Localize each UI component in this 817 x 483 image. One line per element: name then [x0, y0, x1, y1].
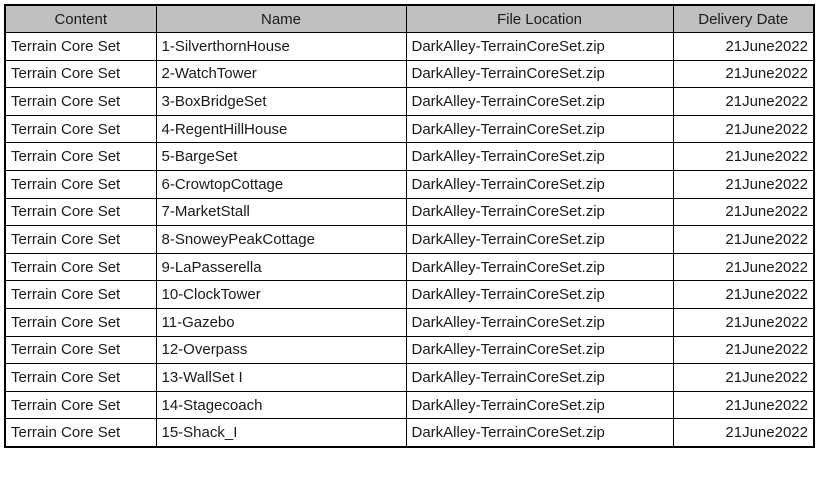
cell-file-location: DarkAlley-TerrainCoreSet.zip: [405, 363, 674, 392]
cell-content: Terrain Core Set: [4, 280, 157, 310]
cell-file-location: DarkAlley-TerrainCoreSet.zip: [405, 390, 674, 420]
cell-name: 6-CrowtopCottage: [155, 170, 407, 199]
cell-name: 12-Overpass: [155, 335, 407, 365]
cell-content: Terrain Core Set: [4, 59, 157, 89]
table-row: Terrain Core Set 5-BargeSet DarkAlley-Te…: [4, 142, 815, 172]
header-row: Content Name File Location Delivery Date: [4, 4, 815, 34]
cell-file-location: DarkAlley-TerrainCoreSet.zip: [405, 142, 674, 172]
cell-delivery-date: 21June2022: [672, 59, 815, 89]
cell-content: Terrain Core Set: [4, 114, 157, 144]
table-row: Terrain Core Set 12-Overpass DarkAlley-T…: [4, 335, 815, 365]
table-row: Terrain Core Set 3-BoxBridgeSet DarkAlle…: [4, 87, 815, 116]
column-header-content: Content: [4, 4, 157, 34]
cell-delivery-date: 21June2022: [672, 32, 815, 61]
cell-file-location: DarkAlley-TerrainCoreSet.zip: [405, 32, 674, 61]
cell-content: Terrain Core Set: [4, 32, 157, 61]
cell-name: 3-BoxBridgeSet: [155, 87, 407, 116]
table-row: Terrain Core Set 15-Shack_I DarkAlley-Te…: [4, 418, 815, 447]
cell-file-location: DarkAlley-TerrainCoreSet.zip: [405, 308, 674, 337]
table-row: Terrain Core Set 1-SilverthornHouse Dark…: [4, 32, 815, 61]
cell-delivery-date: 21June2022: [672, 252, 815, 282]
cell-delivery-date: 21June2022: [672, 87, 815, 116]
cell-name: 11-Gazebo: [155, 308, 407, 337]
table-row: Terrain Core Set 2-WatchTower DarkAlley-…: [4, 59, 815, 89]
cell-content: Terrain Core Set: [4, 335, 157, 365]
table-row: Terrain Core Set 7-MarketStall DarkAlley…: [4, 197, 815, 227]
table-row: Terrain Core Set 11-Gazebo DarkAlley-Ter…: [4, 308, 815, 337]
cell-content: Terrain Core Set: [4, 390, 157, 420]
cell-content: Terrain Core Set: [4, 418, 157, 447]
cell-delivery-date: 21June2022: [672, 308, 815, 337]
cell-file-location: DarkAlley-TerrainCoreSet.zip: [405, 59, 674, 89]
cell-delivery-date: 21June2022: [672, 170, 815, 199]
cell-file-location: DarkAlley-TerrainCoreSet.zip: [405, 87, 674, 116]
table-row: Terrain Core Set 10-ClockTower DarkAlley…: [4, 280, 815, 310]
cell-file-location: DarkAlley-TerrainCoreSet.zip: [405, 418, 674, 447]
cell-delivery-date: 21June2022: [672, 114, 815, 144]
cell-name: 15-Shack_I: [155, 418, 407, 447]
table-row: Terrain Core Set 13-WallSet I DarkAlley-…: [4, 363, 815, 392]
cell-delivery-date: 21June2022: [672, 225, 815, 254]
column-header-delivery-date: Delivery Date: [672, 4, 815, 34]
cell-delivery-date: 21June2022: [672, 335, 815, 365]
cell-file-location: DarkAlley-TerrainCoreSet.zip: [405, 252, 674, 282]
table-row: Terrain Core Set 8-SnoweyPeakCottage Dar…: [4, 225, 815, 254]
cell-content: Terrain Core Set: [4, 363, 157, 392]
cell-content: Terrain Core Set: [4, 197, 157, 227]
delivery-table: Content Name File Location Delivery Date…: [4, 4, 815, 448]
table-row: Terrain Core Set 14-Stagecoach DarkAlley…: [4, 390, 815, 420]
cell-file-location: DarkAlley-TerrainCoreSet.zip: [405, 335, 674, 365]
column-header-file-location: File Location: [405, 4, 674, 34]
cell-delivery-date: 21June2022: [672, 363, 815, 392]
cell-name: 4-RegentHillHouse: [155, 114, 407, 144]
cell-name: 9-LaPasserella: [155, 252, 407, 282]
column-header-name: Name: [155, 4, 407, 34]
cell-name: 8-SnoweyPeakCottage: [155, 225, 407, 254]
cell-content: Terrain Core Set: [4, 225, 157, 254]
cell-name: 14-Stagecoach: [155, 390, 407, 420]
cell-name: 13-WallSet I: [155, 363, 407, 392]
cell-file-location: DarkAlley-TerrainCoreSet.zip: [405, 280, 674, 310]
cell-delivery-date: 21June2022: [672, 142, 815, 172]
cell-name: 5-BargeSet: [155, 142, 407, 172]
cell-file-location: DarkAlley-TerrainCoreSet.zip: [405, 197, 674, 227]
cell-content: Terrain Core Set: [4, 142, 157, 172]
cell-name: 2-WatchTower: [155, 59, 407, 89]
cell-content: Terrain Core Set: [4, 308, 157, 337]
table-body: Terrain Core Set 1-SilverthornHouse Dark…: [4, 32, 815, 447]
cell-name: 1-SilverthornHouse: [155, 32, 407, 61]
cell-file-location: DarkAlley-TerrainCoreSet.zip: [405, 114, 674, 144]
table-row: Terrain Core Set 6-CrowtopCottage DarkAl…: [4, 170, 815, 199]
cell-file-location: DarkAlley-TerrainCoreSet.zip: [405, 170, 674, 199]
cell-name: 7-MarketStall: [155, 197, 407, 227]
cell-delivery-date: 21June2022: [672, 197, 815, 227]
cell-delivery-date: 21June2022: [672, 390, 815, 420]
cell-delivery-date: 21June2022: [672, 280, 815, 310]
table-row: Terrain Core Set 9-LaPasserella DarkAlle…: [4, 252, 815, 282]
cell-name: 10-ClockTower: [155, 280, 407, 310]
table-header: Content Name File Location Delivery Date: [4, 4, 815, 34]
cell-delivery-date: 21June2022: [672, 418, 815, 447]
cell-content: Terrain Core Set: [4, 87, 157, 116]
cell-file-location: DarkAlley-TerrainCoreSet.zip: [405, 225, 674, 254]
cell-content: Terrain Core Set: [4, 252, 157, 282]
cell-content: Terrain Core Set: [4, 170, 157, 199]
table-row: Terrain Core Set 4-RegentHillHouse DarkA…: [4, 114, 815, 144]
